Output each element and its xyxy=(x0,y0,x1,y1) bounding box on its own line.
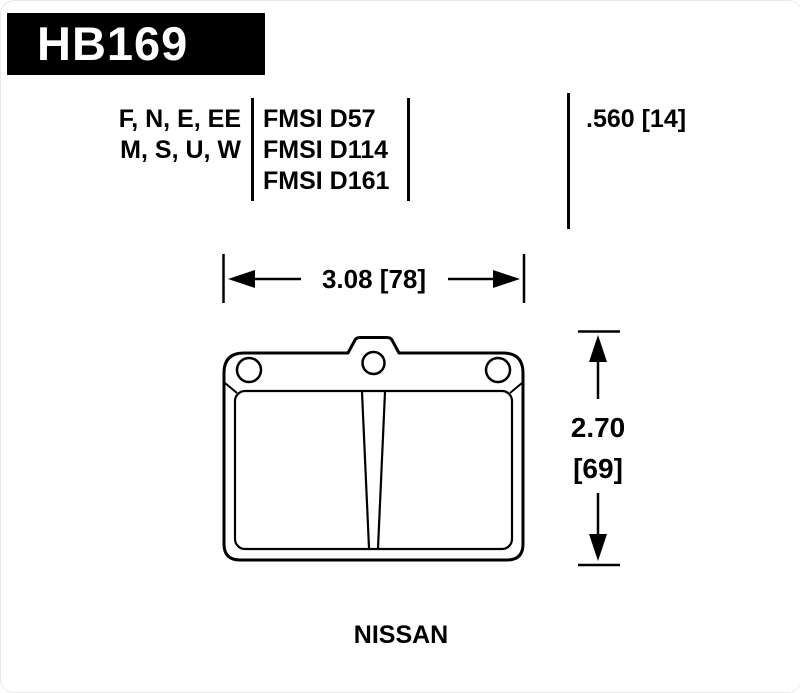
part-number: HB169 xyxy=(37,17,189,70)
compound-codes-row-2: M, S, U, W xyxy=(120,136,241,164)
height-dimension xyxy=(578,330,620,567)
left-chamfer-line xyxy=(224,382,238,394)
width-dimension-label: 3.08 [78] xyxy=(322,264,426,294)
fmsi-row-1: FMSI D57 xyxy=(263,105,376,133)
fmsi-row-3: FMSI D161 xyxy=(263,167,390,195)
part-number-bar: HB169 xyxy=(7,13,265,75)
width-dimension xyxy=(222,254,526,303)
vehicle-application-label: NISSAN xyxy=(353,621,449,649)
pad-inner-contour xyxy=(233,389,514,551)
center-tab-hole xyxy=(361,350,386,376)
fmsi-row-2: FMSI D114 xyxy=(263,136,389,164)
height-arrowhead-down-icon xyxy=(589,534,607,561)
height-arrowhead-up-icon xyxy=(589,335,607,362)
compound-codes-column: F, N, E, EE M, S, U, W xyxy=(61,104,241,166)
fmsi-column: FMSI D57 FMSI D114 FMSI D161 xyxy=(263,104,389,197)
table-divider-2 xyxy=(407,98,410,201)
center-slot-right-line xyxy=(376,391,387,549)
center-slot-left-line xyxy=(360,391,371,549)
pad-outer-contour xyxy=(222,336,525,562)
pad-thickness-value: .560 [14] xyxy=(586,105,687,133)
compound-codes-row-1: F, N, E, EE xyxy=(118,105,241,133)
pad-outline xyxy=(222,336,525,562)
width-arrowhead-right-icon xyxy=(493,270,520,288)
height-dimension-label-inches: 2.70 xyxy=(571,412,626,443)
height-dimension-label-mm: [69] xyxy=(573,453,623,484)
table-divider-1 xyxy=(251,98,254,201)
left-ear-hole xyxy=(235,356,263,384)
table-divider-3 xyxy=(567,93,570,229)
right-chamfer-line xyxy=(509,382,523,394)
right-ear-hole xyxy=(484,356,512,384)
width-arrowhead-left-icon xyxy=(228,270,255,288)
